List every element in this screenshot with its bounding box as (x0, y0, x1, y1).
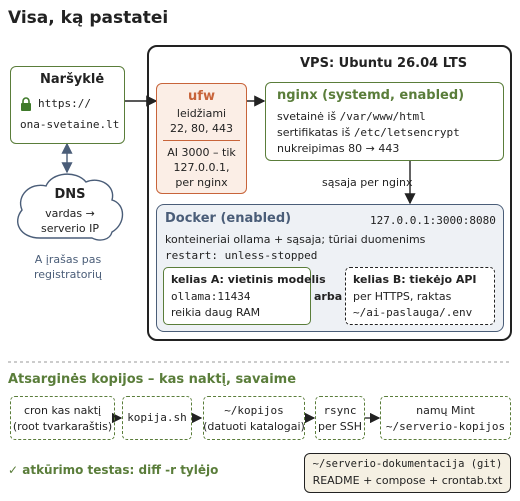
dns-note-line2: registratorių (34, 268, 102, 281)
backup-step-local-line1: ~/kopijos (224, 404, 284, 417)
vps-title: VPS: Ubuntu 26.04 LTS (300, 56, 468, 71)
docker-line1: konteineriai ollama + sąsaja; tūriai duo… (165, 233, 426, 246)
edge-label-interface: sąsaja per nginx (322, 176, 413, 189)
ufw-line2: 22, 80, 443 (170, 122, 233, 135)
path-b-box (345, 267, 495, 325)
nginx-line1: svetainė iš /var/www/html (277, 110, 426, 123)
lock-icon (20, 96, 32, 111)
or-label: arba (314, 290, 343, 303)
path-a-box (163, 267, 311, 325)
dns-line1: vardas → (45, 207, 95, 220)
backup-step-home-line2: ~/serverio-kopijos (385, 420, 506, 433)
backup-step-script (122, 396, 192, 440)
nginx-line2-prefix: sertifikatas iš (277, 126, 354, 139)
backup-step-rsync-line2: per SSH (317, 420, 362, 433)
ufw-line5: per nginx (175, 176, 228, 189)
browser-box (10, 66, 125, 144)
docker-title: Docker (enabled) (165, 211, 292, 226)
dns-heading: DNS (54, 187, 86, 202)
docs-contents-label: README + compose + crontab.txt (312, 474, 503, 487)
nginx-line1-prefix: svetainė iš (277, 110, 340, 123)
nginx-box (265, 82, 504, 161)
ufw-title: ufw (188, 89, 215, 104)
ufw-line1: leidžiami (176, 107, 227, 120)
backup-step-local (203, 396, 305, 440)
docs-box (304, 453, 511, 493)
backup-step-rsync-line1: rsync (323, 404, 357, 417)
path-b-line1: per HTTPS, raktas (353, 290, 452, 303)
backup-step-home-line1: namų Mint (416, 404, 475, 417)
dns-line2: serverio IP (41, 222, 99, 235)
vps-box (147, 45, 512, 341)
docker-address: 127.0.0.1:3000:8080 (370, 214, 496, 227)
path-a-title: kelias A: vietinis modelis (171, 273, 326, 286)
docs-repo-label: ~/serverio-dokumentacija (git) (312, 458, 503, 470)
nginx-line2: sertifikatas iš /etc/letsencrypt (277, 126, 460, 139)
path-b-line2: ~/ai-paslauga/.env (353, 306, 473, 319)
restore-test-status: ✓ atkūrimo testas: diff -r tylėjo (8, 463, 219, 477)
backup-step-home (380, 396, 511, 440)
path-a-line1: ollama:11434 (171, 290, 251, 303)
path-a-line2: reikia daug RAM (171, 306, 261, 319)
nginx-webroot-path: /var/www/html (339, 110, 426, 123)
backup-step-cron-line1: cron kas naktį (23, 404, 102, 417)
ufw-line3: AI 3000 – tik (167, 146, 236, 159)
nginx-line3: nukreipimas 80 → 443 (277, 142, 400, 155)
dns-note-line1: A įrašas pas (34, 253, 102, 266)
browser-heading: Naršyklė (40, 72, 105, 87)
docker-restart-policy: restart: unless-stopped (165, 249, 318, 262)
backup-heading: Atsarginės kopijos – kas naktį, savaime (8, 372, 297, 387)
backup-step-cron (10, 396, 115, 440)
page-title: Visa, ką pastatei (8, 8, 169, 28)
backup-step-local-line2: (datuoti katalogai) (203, 420, 305, 433)
dns-cloud (17, 173, 124, 241)
nginx-title: nginx (systemd, enabled) (277, 88, 465, 103)
ufw-box (156, 83, 247, 194)
browser-url-scheme: https:// (38, 97, 91, 110)
backup-step-cron-line2: (root tvarkaraštis) (12, 420, 113, 433)
nginx-cert-path: /etc/letsencrypt (353, 126, 460, 139)
browser-url-host: ona-svetaine.lt (20, 118, 120, 131)
ufw-divider (163, 140, 240, 141)
backup-step-script-label: kopija.sh (127, 411, 187, 424)
backup-step-rsync (315, 396, 365, 440)
path-b-title: kelias B: tiekėjo API (353, 273, 477, 286)
ufw-line4: 127.0.0.1, (173, 161, 230, 174)
